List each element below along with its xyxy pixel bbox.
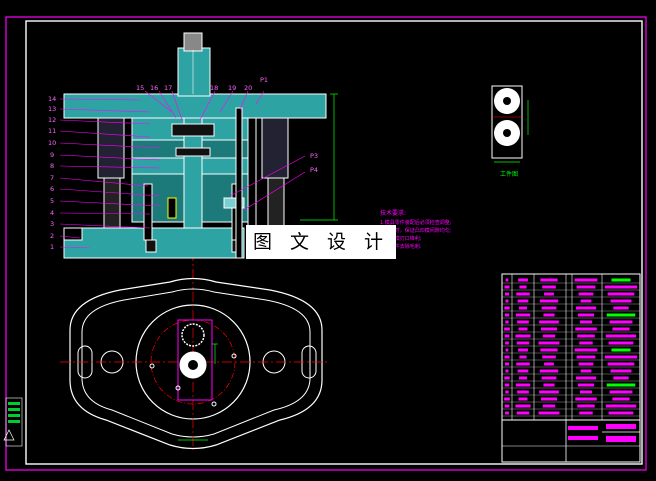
callout-5: 5 (50, 197, 54, 205)
callout-16: 16 (150, 84, 158, 92)
right-guide-post (267, 177, 285, 229)
callout-3: 3 (50, 220, 54, 228)
plan-outline-outer (69, 277, 323, 450)
watermark-label: 图 文 设 计 (246, 225, 396, 259)
callout-p4: P4 (310, 166, 318, 174)
callout-17: 17 (164, 84, 172, 92)
upper-die-shoe (63, 93, 327, 119)
shank-bolt (183, 32, 203, 52)
callout-10: 10 (48, 139, 56, 147)
left-callouts: 14 13 12 11 10 9 8 7 6 5 4 3 2 1 (48, 95, 56, 251)
inner-frame (25, 20, 643, 465)
callout-8: 8 (50, 162, 54, 170)
left-margin-stamp (3, 397, 23, 447)
die-shank (177, 47, 211, 97)
callout-4: 4 (50, 209, 54, 217)
callout-2: 2 (50, 232, 54, 240)
callout-20: 20 (244, 84, 252, 92)
left-guide-bush (97, 117, 125, 179)
callout-p1: P1 (260, 76, 268, 84)
outer-frame (5, 16, 647, 471)
tech-note-4: 4.冲裁件去除毛刺. (380, 243, 422, 250)
callout-11: 11 (48, 127, 56, 135)
top-callouts: 15 16 17 18 19 20 P1 (136, 76, 268, 92)
callout-14: 14 (48, 95, 56, 103)
callout-12: 12 (48, 116, 56, 124)
right-guide-bush (261, 117, 289, 179)
callout-1: 1 (50, 243, 54, 251)
callout-6: 6 (50, 185, 54, 193)
parts-list-table (501, 273, 641, 463)
left-guide-post (103, 177, 121, 229)
tech-note-1: 1.模具零件装配后必须检查调整; (380, 219, 452, 226)
tech-note-2: 2.冲裁时，保证凸凹模间隙均匀; (380, 227, 452, 234)
callout-19: 19 (228, 84, 236, 92)
tech-notes-heading: 技术要求: (380, 209, 406, 217)
callout-18: 18 (210, 84, 218, 92)
callout-p3: P3 (310, 152, 318, 160)
main-section-view (59, 32, 338, 290)
workpiece-view (491, 85, 529, 163)
right-callouts: P3 P4 (310, 152, 318, 174)
callout-13: 13 (48, 105, 56, 113)
workpiece-caption: 工件图 (500, 170, 518, 178)
plan-view (60, 277, 330, 450)
tech-note-3: 3.凸凹模刃口锋利; (380, 235, 422, 242)
callout-15: 15 (136, 84, 144, 92)
callout-9: 9 (50, 151, 54, 159)
callout-7: 7 (50, 174, 54, 182)
technical-notes: 技术要求: 1.模具零件装配后必须检查调整; 2.冲裁时，保证凸凹模间隙均匀; … (380, 209, 452, 250)
